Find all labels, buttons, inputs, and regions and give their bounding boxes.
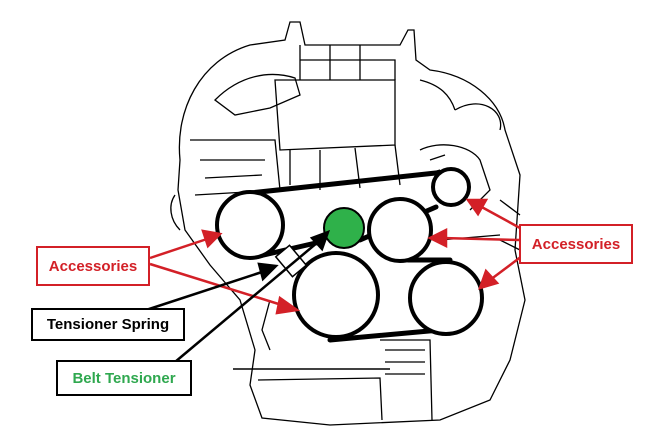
arrow-to-ac bbox=[489, 255, 523, 281]
idler-pulley bbox=[431, 167, 471, 207]
arrow-to-belt-tensioner bbox=[174, 241, 319, 363]
accessories-label-right: Accessories bbox=[519, 224, 633, 264]
power-steering-pulley bbox=[367, 197, 433, 263]
arrow-to-alternator bbox=[149, 236, 211, 260]
tensioner-spring-label: Tensioner Spring bbox=[31, 308, 185, 341]
belt-tensioner-label: Belt Tensioner bbox=[56, 360, 192, 396]
crankshaft-pulley bbox=[292, 251, 380, 339]
right-accessory-arrows bbox=[427, 198, 523, 290]
arrow-to-power-steering bbox=[441, 236, 521, 242]
tensioner-spring bbox=[274, 244, 308, 278]
belt-tensioner-pulley bbox=[323, 207, 365, 249]
accessories-label-left: Accessories bbox=[36, 246, 150, 286]
arrow-to-idler bbox=[477, 203, 521, 230]
arrowhead-idler bbox=[465, 198, 489, 217]
arrow-to-tensioner-spring bbox=[139, 270, 263, 314]
arrowhead-ac bbox=[478, 268, 500, 290]
belt-run-top bbox=[247, 169, 448, 196]
ac-compressor-pulley bbox=[408, 260, 484, 336]
arrowhead-power-steering bbox=[427, 227, 448, 249]
arrowhead-tensioner-spring bbox=[257, 262, 279, 282]
alternator-pulley bbox=[215, 190, 285, 260]
arrowhead-crankshaft bbox=[275, 295, 301, 315]
arrow-to-crankshaft bbox=[149, 262, 286, 308]
left-accessory-arrows bbox=[149, 229, 301, 315]
arrowhead-alternator bbox=[201, 229, 223, 249]
arrowhead-belt-tensioner bbox=[309, 229, 331, 252]
belt-run-bottom bbox=[327, 327, 443, 343]
black-pointer-arrows bbox=[139, 229, 331, 363]
